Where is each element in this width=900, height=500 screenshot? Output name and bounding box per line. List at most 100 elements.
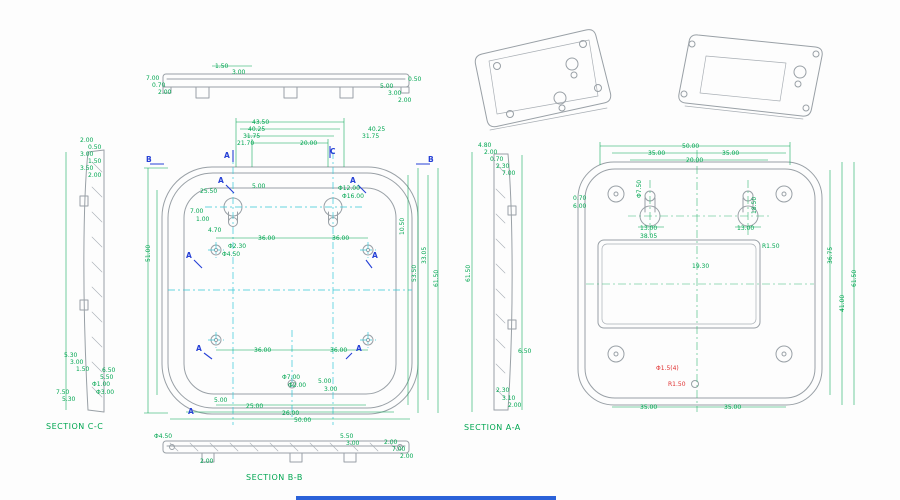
dim-label: 35.00 [724,404,741,411]
dim-label: 5.00 [380,83,394,90]
dim-label: Φ7.00 [282,374,300,381]
dim-label: 4.80 [478,142,492,149]
dim-label: 6.50 [518,348,532,355]
dim-label: 5.30 [62,396,76,403]
dim-label: Φ16.00 [342,193,364,200]
dim-label: 3.00 [324,386,338,393]
dim-label: 38.05 [640,233,657,240]
dim-label: 19.30 [692,263,709,270]
dim-label: 43.50 [252,119,269,126]
dim-label: 18.50 [751,197,758,214]
view-side-right-narrow [493,153,517,411]
dim-label: Φ2.30 [228,243,246,250]
dim-label: 2.00 [398,97,412,104]
dim-label: 2.00 [200,458,214,465]
dim-label: 0.70 [490,156,504,163]
dim-label: 2.00 [384,439,398,446]
view-bottom-strip [162,440,410,463]
dim-label: 0.70 [573,195,587,202]
view-3d-right [678,34,823,120]
dim-label: 2.00 [400,453,414,460]
dim-label: 5.00 [252,183,266,190]
dim-label: 2.00 [80,137,94,144]
dim-label: 41.00 [839,295,846,312]
dimension-line-layer [65,65,855,420]
dim-label: 36.00 [332,235,349,242]
section-marker-label: A [218,176,224,185]
section-aa-label: SECTION A-A [464,423,521,432]
dim-label: 2.30 [496,163,510,170]
dim-label: 4.70 [208,227,222,234]
dim-label: 50.00 [294,417,311,424]
dim-label: 35.00 [722,150,739,157]
dim-label: 3.10 [502,395,516,402]
section-marker-label: A [372,251,378,260]
bottom-edge-bar [296,496,556,500]
dim-label: 0.70 [152,82,166,89]
section-marker-label: C [330,147,336,156]
dim-label: 20.00 [300,140,317,147]
dim-label: Φ12.00 [338,185,360,192]
dim-label: 2.00 [88,172,102,179]
dim-label: 5.00 [318,378,332,385]
dim-label: 7.50 [56,389,70,396]
dim-label: 1.50 [88,158,102,165]
dim-label: 5.50 [100,374,114,381]
dim-label: 21.70 [237,140,254,147]
dim-label: R1.50 [762,243,780,250]
view-top-strip [162,73,410,99]
centerline-layer [168,150,814,425]
dim-label: 5.50 [340,433,354,440]
dim-label: 50.00 [682,143,699,150]
dim-label: 0.50 [88,144,102,151]
dim-label: 13.00 [737,225,754,232]
note-label: R1.50 [668,381,686,388]
section-marker-label: A [224,151,230,160]
dim-label: 36.00 [254,347,271,354]
section-marker-label: A [196,344,202,353]
section-marker-label: A [350,176,356,185]
dim-label: 36.00 [258,235,275,242]
dim-label: 35.00 [648,150,665,157]
dim-label: 1.50 [76,366,90,373]
dim-label: 61.50 [465,265,472,282]
section-cc-label: SECTION C-C [46,422,103,431]
dim-label: Φ4.50 [154,433,172,440]
dim-label: 10.50 [399,218,406,235]
dim-label: 36.00 [330,347,347,354]
dim-label: 51.00 [145,245,152,262]
dim-label: 7.00 [146,75,160,82]
dim-label: 6.00 [573,203,587,210]
dim-label: 1.50 [215,63,229,70]
dim-label: 6.50 [102,367,116,374]
dim-label: 40.25 [248,126,265,133]
dim-label: 0.50 [408,76,422,83]
view-back-large [577,161,823,406]
section-marker-label: A [188,407,194,416]
dim-label: 61.50 [851,270,858,287]
dim-label: 36.75 [827,247,834,264]
section-marker-label: A [186,251,192,260]
dim-label: Φ4.50 [222,251,240,258]
dim-label: 3.00 [70,359,84,366]
note-label: Φ1.5(4) [656,365,679,372]
dim-label: Φ1.00 [92,381,110,388]
dim-label: 33.05 [421,247,428,264]
dim-label: 7.00 [392,446,406,453]
section-marker-label: A [356,344,362,353]
dim-label: 40.25 [368,126,385,133]
dim-label: 61.50 [433,270,440,287]
dim-label: 3.00 [80,151,94,158]
dim-label: 3.00 [232,69,246,76]
dim-label: Φ3.00 [96,389,114,396]
dim-label: 2.00 [508,402,522,409]
dim-label: 13.00 [640,225,657,232]
view-main-front [161,166,419,415]
dim-label: 35.00 [640,404,657,411]
dim-label: 1.00 [196,216,210,223]
dim-label: 3.00 [346,440,360,447]
outline-layer [79,29,823,463]
dim-label: Φ2.00 [288,382,306,389]
